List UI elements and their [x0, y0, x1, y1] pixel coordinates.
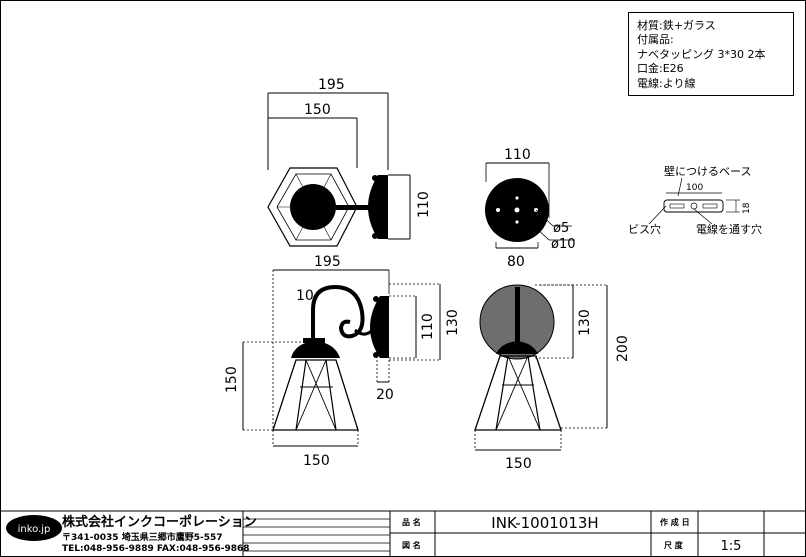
wall-base-detail: 壁につけるベース 100 18 ビス穴 電線を通す穴	[628, 164, 762, 236]
name-label: 品 名	[402, 517, 421, 527]
dim-top-110: 110	[416, 191, 432, 218]
title-block: inko.jp 株式会社インクコーポレーション 〒341-0035 埼玉県三郷市…	[0, 510, 806, 557]
dim-top-150: 150	[304, 102, 331, 118]
top-view: 195 150 110	[267, 77, 432, 247]
wallbase-screw-hole: ビス穴	[628, 222, 661, 236]
dim-side-195: 195	[314, 254, 341, 270]
spec-screws: ナベタッピング 3*30 2本	[637, 47, 766, 61]
company-name: 株式会社インクコーポレーション	[62, 514, 257, 530]
dim-side-130: 130	[445, 309, 461, 336]
dim-side-20: 20	[376, 387, 394, 403]
company-address: 〒341-0035 埼玉県三郷市鷹野5-557	[62, 531, 223, 543]
base-plate-view: 110 ø5 ø10 80	[485, 147, 576, 270]
dim-arm-10: 10	[296, 288, 314, 304]
product-code: INK-1001013H	[491, 514, 598, 532]
wallbase-cord-hole: 電線を通す穴	[696, 222, 762, 236]
wallbase-title: 壁につけるベース	[664, 164, 751, 178]
dim-base-110: 110	[504, 147, 531, 163]
dim-base-phi10: ø10	[551, 237, 576, 252]
dim-base-phi5: ø5	[553, 221, 569, 236]
date-label: 作 成 日	[660, 517, 690, 527]
dim-base-80: 80	[507, 254, 525, 270]
dim-front-130: 130	[577, 309, 593, 336]
spec-cord: 電線:より線	[637, 76, 696, 90]
dim-front-150-width: 150	[505, 456, 532, 472]
side-view: 195 10 110 130 20	[224, 254, 461, 469]
front-view: 130 200 150	[474, 284, 631, 472]
dim-side-150-height: 150	[224, 366, 240, 393]
logo-text: inko.jp	[18, 524, 51, 535]
wallbase-thickness: 18	[742, 202, 752, 214]
company-tel: TEL:048-956-9889 FAX:048-956-9868	[62, 544, 250, 554]
dim-top-195: 195	[318, 77, 345, 93]
scale-label: 尺 度	[664, 540, 684, 550]
wallbase-length: 100	[686, 183, 703, 193]
spec-socket: 口金:E26	[637, 62, 684, 76]
dim-side-150-width: 150	[303, 453, 330, 469]
dim-front-200: 200	[615, 335, 631, 362]
scale-value: 1:5	[721, 539, 742, 554]
drawing-label: 図 名	[402, 540, 421, 550]
company-logo	[6, 515, 62, 541]
spec-accessories: 付属品:	[637, 33, 674, 47]
dim-side-110: 110	[420, 313, 436, 340]
spec-box: 材質:鉄+ガラス 付属品: ナベタッピング 3*30 2本 口金:E26 電線:…	[628, 12, 794, 96]
spec-material: 材質:鉄+ガラス	[637, 19, 716, 32]
